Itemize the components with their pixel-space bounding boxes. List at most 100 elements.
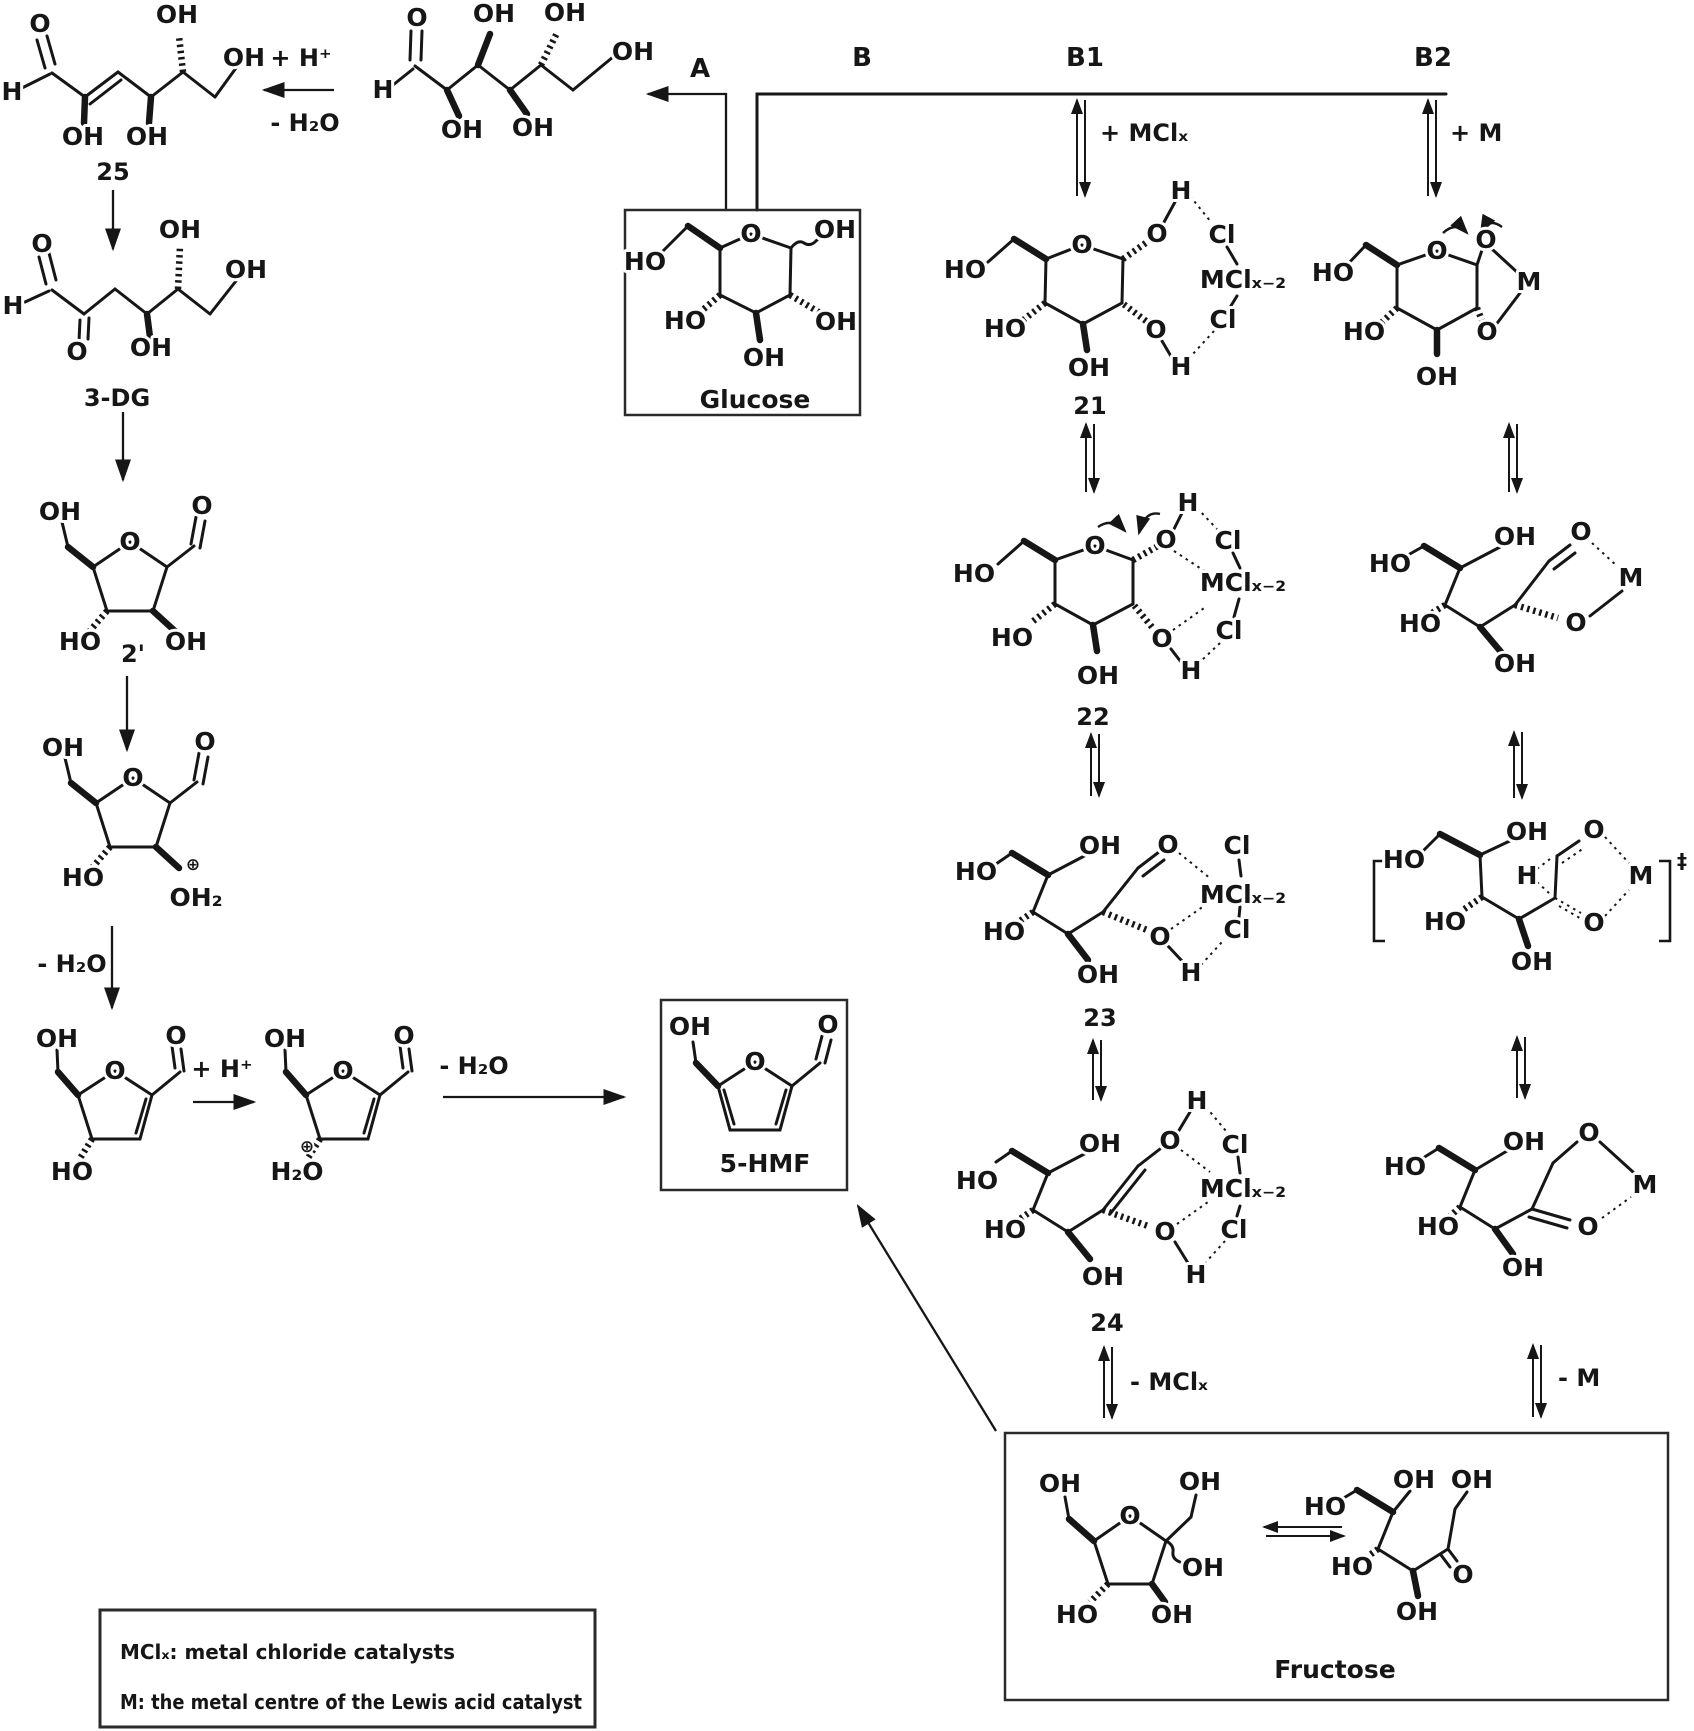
equilibrium-24-fructose: - MClₓ [1098,1345,1211,1420]
fructose-box: O OH OH OH HO OH HO OH OH [1003,1431,1670,1702]
oh-label: OH [1079,831,1121,860]
aldehyde-o-label: O [29,9,50,38]
bonds [1344,213,1522,358]
ring-o-label: O [119,527,140,556]
plus-h-label: + H⁺ [270,44,331,72]
oh-label: OH [264,1024,306,1053]
branch-lines: A B B1 B2 [645,40,1455,212]
bonds [1063,1493,1198,1606]
ho-label: HO [1383,845,1425,874]
mclx2-label: MClₓ₋₂ [1200,568,1286,597]
bonds [994,1106,1242,1265]
plus-charge-icon: ⊕ [186,855,200,875]
plus-mclx-label: + MClₓ [1100,119,1188,147]
anomeric-o-label: O [1475,225,1496,254]
oh-label: OH [1393,1465,1435,1494]
structure-b2-openchain: HO OH O M O HO OH [1366,514,1647,681]
curved-arrow-icon [1097,513,1127,533]
bonds [63,751,210,872]
right-bracket [1659,859,1672,943]
oh-label: OH [743,343,785,372]
ho-label: HO [944,255,986,284]
left-bracket [1372,859,1385,943]
o-label: O [1578,1118,1599,1147]
cl-label: Cl [1224,915,1251,944]
oh-label: OH [39,497,81,526]
ho-label: HO [991,623,1033,652]
anomeric-oh-label: OH [1182,1553,1224,1582]
oh-label: OH [1039,1469,1081,1498]
cl-label: Cl [1221,1215,1248,1244]
anomeric-oh-label: OH [814,215,856,244]
structure-2prime: O OH O HO OH 2' [36,488,216,671]
ho-label: HO [1384,1152,1426,1181]
species-number: 22 [1076,703,1109,731]
h2o-label: H₂O [270,1157,323,1186]
aldehyde-o-label: O [393,1021,414,1050]
ho-label: HO [1312,258,1354,287]
structure-fructose-furanose: O OH OH OH HO OH [1036,1464,1227,1632]
structure-b2-chelate: O HO O M O HO OH [1309,213,1544,394]
oh-label: OH [815,307,857,336]
path-b-label: B [852,43,872,73]
cl-label: Cl [1224,831,1251,860]
ho-label: HO [1369,549,1411,578]
aldehyde-o-label: O [1157,830,1178,859]
bonds [986,195,1239,360]
bonds [1421,1140,1635,1258]
oh-label: OH [1502,1253,1544,1282]
ho-label: HO [1056,1600,1098,1629]
o-label: O [1151,624,1172,653]
equilibrium-23-24 [1087,1038,1107,1102]
path-b2-label: B2 [1414,43,1452,73]
plus-h-label: + H⁺ [191,1055,252,1083]
ho-label: HO [955,857,997,886]
oh-label: OH [1079,1129,1121,1158]
h-label: H [373,75,394,104]
o-label: O [1149,922,1170,951]
oh-label: OH [1494,522,1536,551]
aldehyde-o-label: O [165,1021,186,1050]
structure-protonated-furanal: O OH O ⊕ H₂O [261,1018,418,1189]
legend-box: MClₓ: metal chloride catalysts M: the me… [98,1608,597,1729]
path-b1-label: B1 [1066,43,1104,73]
ho-label: HO [1417,1212,1459,1241]
equilibrium-glucose-b2: + M [1422,98,1505,198]
ring-o-label: O [1084,531,1105,560]
cl-label: Cl [1215,526,1242,555]
structure-fructose-keto: HO OH OH O HO OH [1301,1462,1496,1629]
minus-h2o-label: - H₂O [270,109,339,137]
oh-label: OH [1494,649,1536,678]
plus-charge-icon: ⊕ [300,1137,314,1157]
oh-label: OH [1082,1262,1124,1291]
structure-25: O H OH OH OH OH 25 [0,0,268,189]
cl-label: Cl [1222,1130,1249,1159]
oh-label: OH [165,627,207,656]
oh-label: OH [612,37,654,66]
metal-label: M [1633,1170,1658,1199]
oh-label: OH [1416,362,1458,391]
h-label: H [1181,958,1202,987]
ho-label: HO [984,1215,1026,1244]
oh-label: OH [1511,947,1553,976]
enol-o-label: O [1159,1126,1180,1155]
curved-arrow-icon [1442,215,1469,235]
bonds [23,245,238,343]
h-label: H [1178,488,1199,517]
structure-21: O HO O H Cl MClₓ₋₂ Cl H O HO OH 21 [941,173,1289,423]
double-dagger-icon: ‡ [1677,849,1687,873]
curved-arrow-icon [1479,213,1503,235]
equilibrium-b2-rows-1-2 [1503,422,1523,494]
oh-label: OH [1396,1597,1438,1626]
mclx2-label: MClₓ₋₂ [1200,880,1286,909]
ho-label: HO [51,1157,93,1186]
oh-label: OH [1503,1127,1545,1156]
species-name: Glucose [700,385,811,414]
bonds [691,1034,833,1132]
ketone-o-label: O [1577,1212,1598,1241]
bonds [391,29,615,120]
species-number: 23 [1083,1004,1116,1032]
oh-label: OH [126,122,168,151]
species-number: 3-DG [84,384,150,412]
oh-label: OH [130,333,172,362]
